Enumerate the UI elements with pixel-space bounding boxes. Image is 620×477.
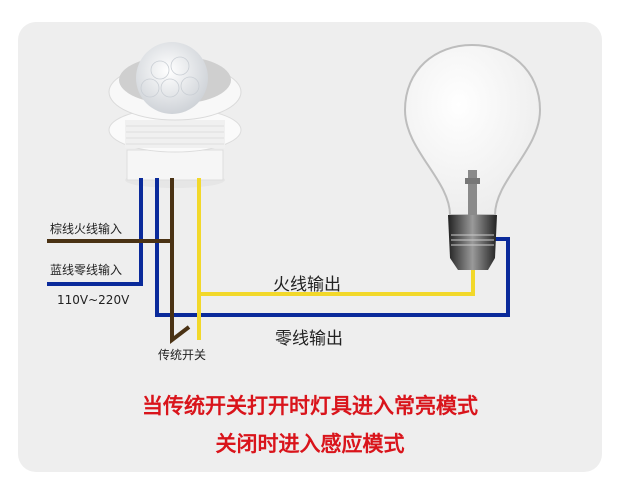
- yellow-live-output-wire-horizontal: [199, 266, 475, 296]
- caption-line-1: 当传统开关打开时灯具进入常亮模式: [142, 394, 478, 418]
- blue-neutral-output-wire: [155, 178, 510, 317]
- light-bulb: [403, 43, 542, 270]
- neutral-output-label: 零线输出: [275, 329, 343, 349]
- brown-input-label: 棕线火线输入: [50, 222, 123, 236]
- switch-label: 传统开关: [158, 348, 207, 362]
- live-output-label: 火线输出: [273, 275, 341, 295]
- caption-line-2: 关闭时进入感应模式: [215, 432, 405, 456]
- voltage-label: 110V~220V: [57, 293, 130, 307]
- brown-switch-wire: [170, 178, 191, 345]
- blue-input-wire: [47, 178, 143, 286]
- pir-sensor: [108, 42, 242, 188]
- blue-input-label: 蓝线零线输入: [50, 263, 123, 277]
